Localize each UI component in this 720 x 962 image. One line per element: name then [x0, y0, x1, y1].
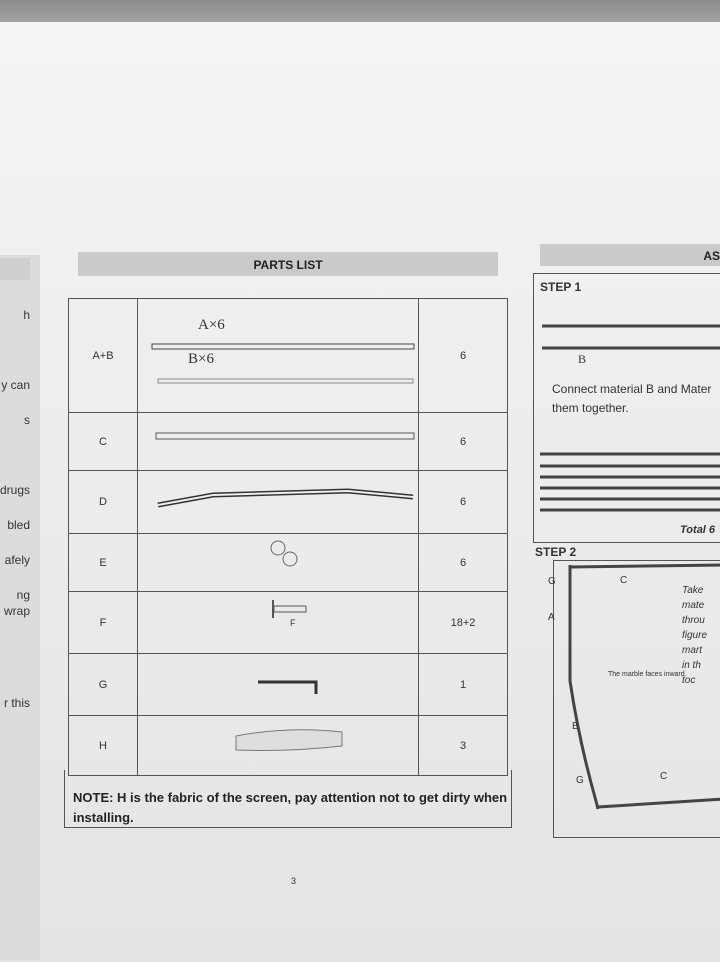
part-image: [137, 715, 419, 776]
part-qty: 1: [418, 653, 508, 716]
table-row: E 6: [68, 533, 508, 592]
marble-callout: The marble faces inward.: [608, 671, 687, 678]
left-page: [0, 255, 40, 960]
part-image: [137, 470, 419, 534]
part-image: [137, 533, 419, 592]
step2-line: toc: [682, 675, 696, 686]
part-qty: 18+2: [418, 591, 508, 654]
fabric-h-icon: [235, 729, 343, 751]
part-id: E: [68, 533, 138, 592]
step2-line: throu: [682, 615, 705, 626]
step2-text: Take mate throu figure mart in th toc: [682, 583, 707, 688]
table-row: G 1: [68, 653, 508, 716]
left-fragment: h: [23, 308, 30, 322]
left-fragment: wrap: [3, 604, 30, 618]
step2-diagram: [568, 563, 720, 810]
step2-line: in th: [682, 660, 701, 671]
part-id: G: [68, 653, 138, 716]
table-row: H 3: [68, 715, 508, 776]
label-a: A: [548, 612, 555, 623]
step1-text: Connect material B and Mater them togeth…: [552, 382, 712, 415]
part-id: A+B: [68, 298, 138, 413]
left-fragment: r this: [3, 696, 30, 710]
part-qty: 6: [418, 533, 508, 592]
part-id: D: [68, 470, 138, 534]
parts-list-title: PARTS LIST: [78, 252, 498, 276]
step1-title: STEP 1: [540, 280, 582, 294]
part-image: [137, 412, 419, 471]
table-row: A+B A×6 B×6 6: [68, 298, 508, 413]
left-fragment: s: [24, 413, 30, 427]
label-b: B: [578, 352, 587, 366]
left-page-header: [0, 258, 30, 280]
left-fragment: y can: [1, 378, 30, 392]
part-qty: 6: [418, 412, 508, 471]
label-g: G: [576, 775, 584, 786]
part-qty: 3: [418, 715, 508, 776]
label-c: C: [660, 771, 668, 782]
label-b: B: [572, 721, 579, 732]
part-qty: 6: [418, 298, 508, 413]
part-label: F: [290, 618, 296, 628]
part-label: A×6: [198, 317, 225, 333]
part-image: A×6 B×6: [137, 298, 419, 413]
step2-box: C The marble faces inward. G C B Take ma…: [553, 560, 720, 838]
rods-a-b-icon: [151, 343, 415, 384]
step2-line: mate: [682, 600, 705, 611]
part-image: [137, 653, 419, 716]
step2-line: figure: [682, 630, 708, 641]
hex-key-g-icon: [258, 680, 318, 694]
screw-f-icon: [272, 600, 307, 618]
bent-rod-d-icon: [157, 488, 414, 508]
table-row: F F 18+2: [68, 591, 508, 654]
page-number: 3: [291, 876, 297, 886]
step1-total: Total 6: [680, 524, 716, 536]
assembly-title: AS: [540, 244, 720, 266]
step1-box: STEP 1 B Connect material B and Mater th…: [533, 273, 720, 543]
left-fragment: ng: [16, 588, 30, 602]
part-id: C: [68, 412, 138, 471]
step2-line: Take: [682, 585, 704, 596]
rod-c-icon: [155, 432, 415, 440]
clip-e-icon: [270, 540, 298, 567]
left-fragment: bled: [7, 518, 30, 532]
table-row: D 6: [68, 470, 508, 534]
left-fragment: afely: [4, 553, 30, 567]
step2-line: mart: [682, 645, 702, 656]
step1-diagram: [540, 324, 720, 512]
table-row: C 6: [68, 412, 508, 471]
step2-title: STEP 2: [535, 545, 577, 559]
left-fragment: drugs: [0, 483, 31, 497]
part-qty: 6: [418, 470, 508, 534]
label-g: G: [548, 576, 556, 587]
part-image: F: [137, 591, 419, 654]
part-id: F: [68, 591, 138, 654]
part-label: B×6: [188, 351, 214, 367]
part-id: H: [68, 715, 138, 776]
label-c: C: [620, 575, 628, 586]
note: NOTE: H is the fabric of the screen, pay…: [64, 770, 512, 828]
parts-table: A+B A×6 B×6 6 C 6 D 6 E 6 F F 18+2 G 1 H…: [68, 298, 508, 776]
